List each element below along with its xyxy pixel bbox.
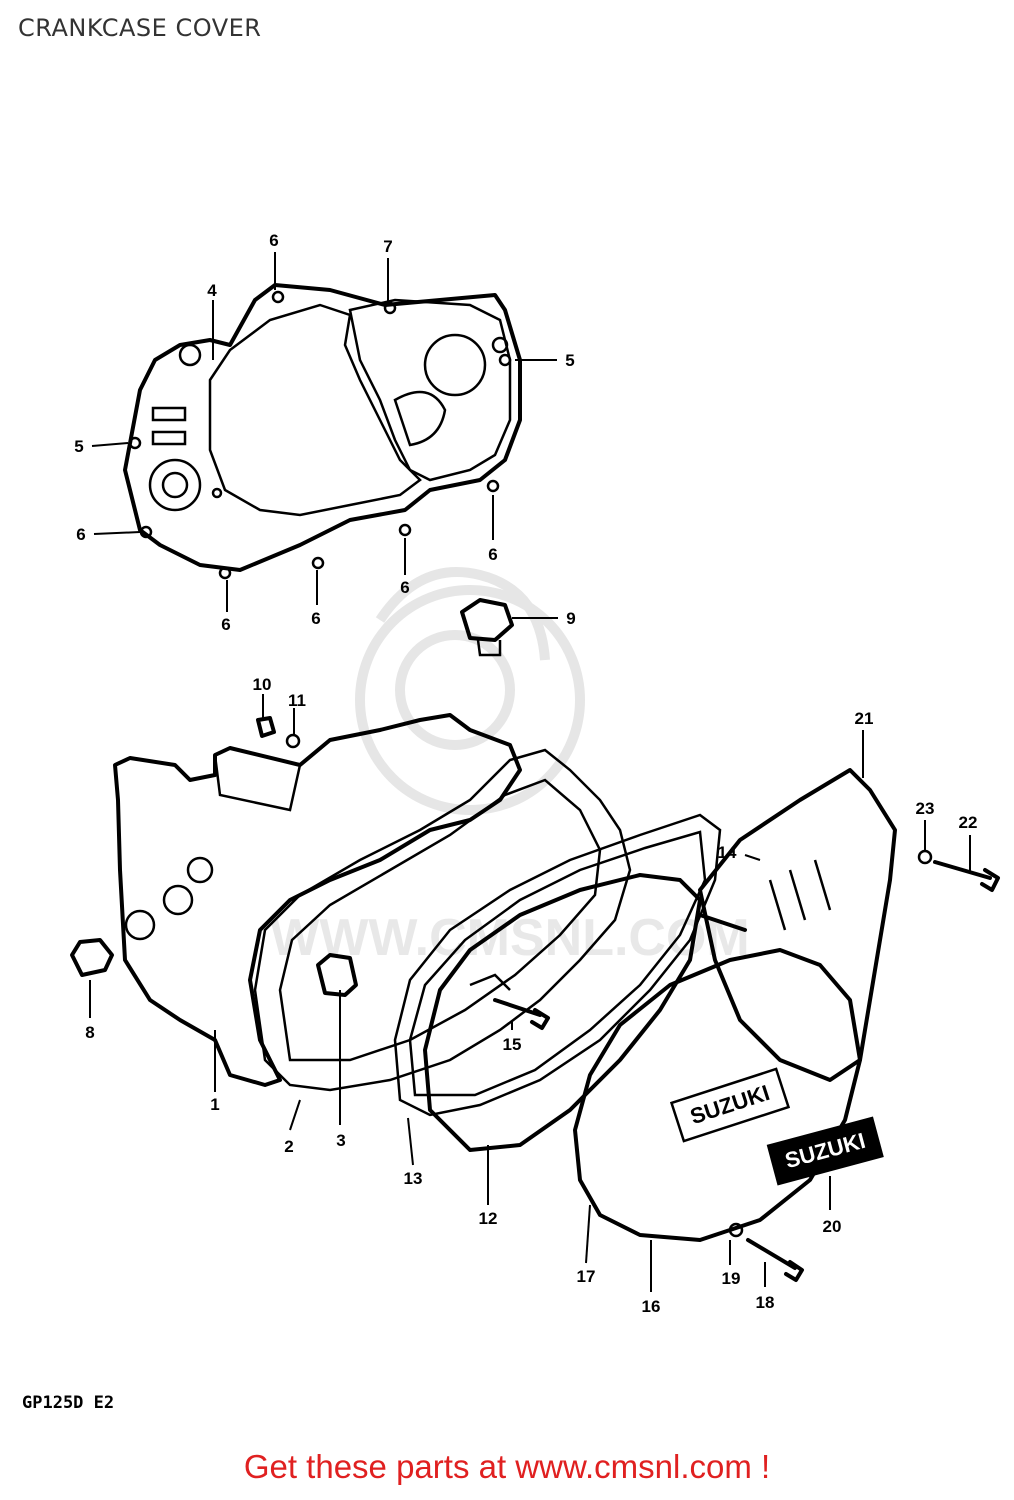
bolt-part-15: [493, 998, 550, 1030]
callout-13: 13: [404, 1169, 423, 1188]
dowel-pin-part-3: [316, 953, 358, 997]
plug-part-8: [70, 938, 114, 977]
callout-labels: 1 2 3 4 5 5 6 6 6 6 6 6 7 8 9 10 11 12 1…: [74, 231, 977, 1316]
washer-part-23: [917, 849, 933, 865]
callout-10: 10: [253, 675, 272, 694]
callout-16: 16: [642, 1297, 661, 1316]
clutch-cover-part-16: SUZUKI: [573, 948, 862, 1242]
callout-6-left: 6: [76, 525, 85, 544]
page-title: CRANKCASE COVER: [18, 14, 262, 42]
callout-17: 17: [577, 1267, 596, 1286]
callout-15: 15: [503, 1035, 522, 1054]
callout-21: 21: [855, 709, 874, 728]
cover-logo-text: SUZUKI: [687, 1080, 773, 1129]
oil-filler-plug: [460, 598, 514, 657]
bolt-part-14: [698, 913, 747, 932]
footer-link-text[interactable]: Get these parts at www.cmsnl.com !: [243, 1448, 771, 1485]
callout-11: 11: [288, 691, 306, 710]
callout-7: 7: [383, 237, 392, 256]
callout-5-left: 5: [74, 437, 83, 456]
outer-cover-part-21: [698, 768, 897, 1082]
callout-6-top: 6: [269, 231, 278, 250]
callout-6-bottom-left: 6: [221, 615, 230, 634]
callout-14: 14: [718, 843, 737, 862]
callout-1: 1: [210, 1095, 219, 1114]
washer-part-19: [728, 1222, 744, 1238]
callout-6-bottom-mid: 6: [311, 609, 320, 628]
gasket-part-2: [253, 748, 632, 1092]
callout-12: 12: [479, 1209, 498, 1228]
crankcase-part-1: [113, 713, 522, 1087]
bolt-part-22: [933, 860, 1000, 892]
watermark: WWW.CMSNL.COM: [270, 567, 750, 967]
callout-20: 20: [823, 1217, 842, 1236]
callout-5-right: 5: [565, 351, 574, 370]
callout-9: 9: [566, 609, 575, 628]
upper-cover-gasket: [123, 283, 522, 580]
washer-part-11: [285, 733, 301, 749]
callout-23: 23: [916, 799, 935, 818]
model-code: GP125D E2: [22, 1393, 115, 1413]
callout-6-right: 6: [488, 545, 497, 564]
callout-leaders: [89, 252, 971, 1292]
callout-6-bottom-right: 6: [400, 578, 409, 597]
emblem-part-20: SUZUKI: [766, 1116, 884, 1186]
callout-3: 3: [336, 1131, 345, 1150]
callout-18: 18: [756, 1293, 775, 1312]
cover-part-12: [423, 873, 702, 1152]
gasket-part-13: [393, 813, 722, 1117]
callout-4: 4: [207, 281, 217, 300]
callout-19: 19: [722, 1269, 741, 1288]
screw-part-10: [256, 716, 276, 738]
callout-2: 2: [284, 1137, 293, 1156]
callout-8: 8: [85, 1023, 94, 1042]
bolt-part-18: [746, 1238, 804, 1282]
callout-22: 22: [959, 813, 978, 832]
